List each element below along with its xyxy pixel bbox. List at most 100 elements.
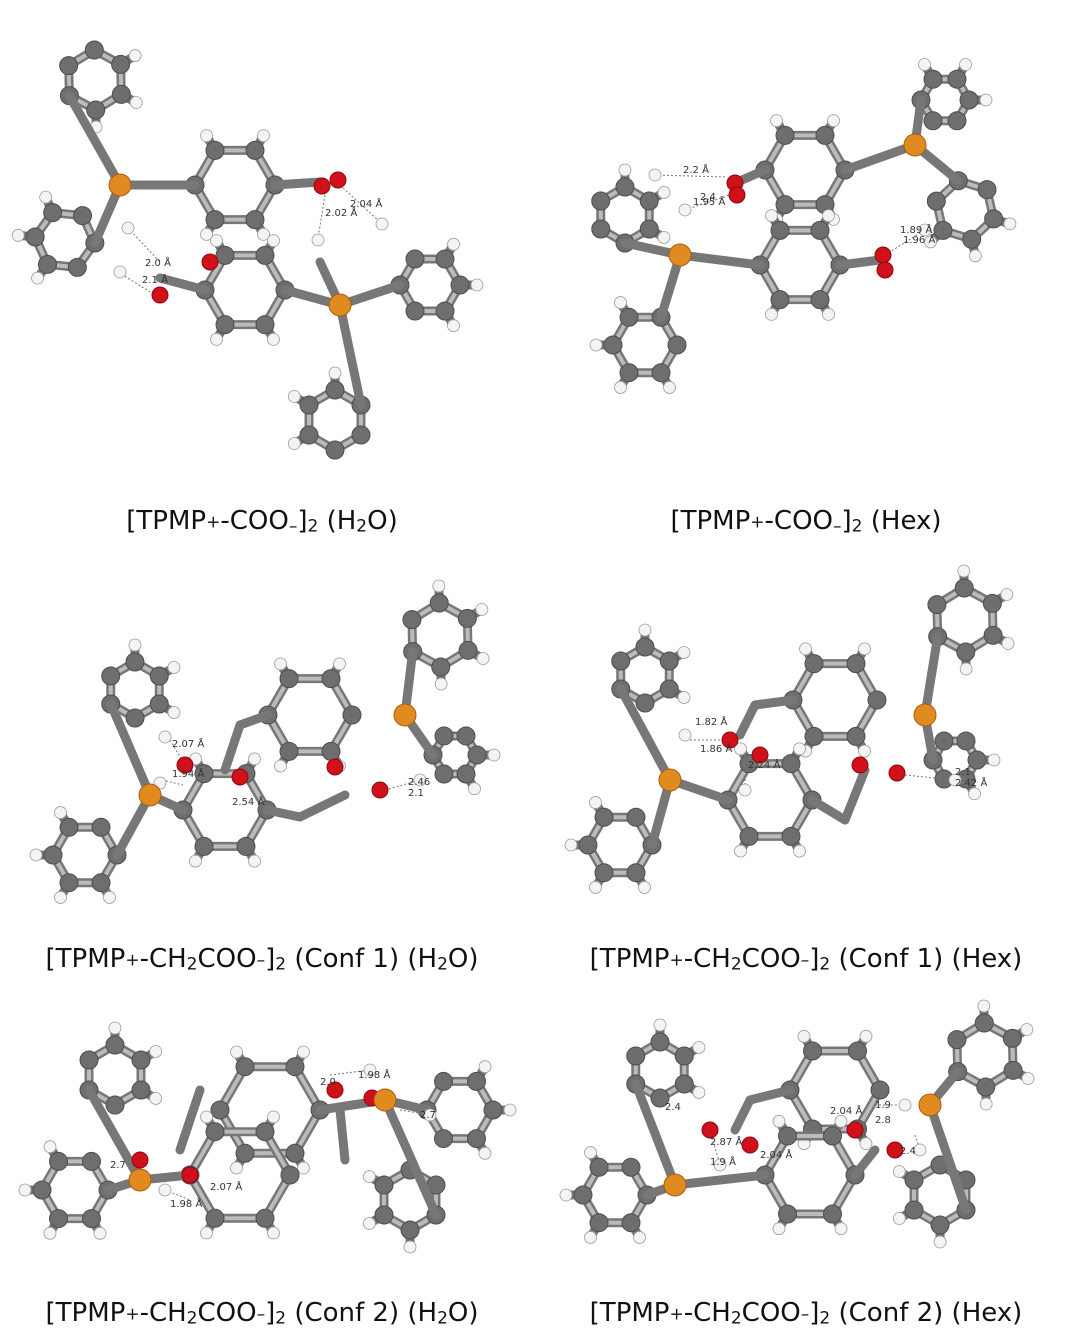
molecule-structure-1: 2.02 Å2.04 Å2.0 Å2.1 Å bbox=[11, 40, 484, 460]
carbon-atom bbox=[674, 1046, 694, 1066]
hydrogen-atom bbox=[257, 129, 270, 143]
hydrogen-atom bbox=[503, 1103, 517, 1117]
carbon-atom bbox=[947, 111, 967, 131]
carbon-atom bbox=[236, 836, 256, 856]
hydrogen-atom bbox=[677, 646, 691, 659]
hydrogen-atom bbox=[129, 96, 143, 109]
hydrogen-bond bbox=[329, 1069, 371, 1076]
hydrogen-atom bbox=[692, 1041, 706, 1054]
hydrogen-atom bbox=[822, 209, 835, 223]
hydrogen-atom bbox=[108, 1021, 122, 1035]
oxygen-atom bbox=[329, 171, 347, 189]
bond bbox=[745, 1085, 795, 1105]
hydrogen-atom bbox=[584, 1231, 597, 1244]
hydrogen-bond bbox=[161, 779, 184, 786]
hydrogen-atom bbox=[363, 1063, 377, 1077]
carbon-atom bbox=[434, 764, 454, 784]
hydrogen-atom bbox=[230, 1161, 243, 1175]
carbon-atom bbox=[25, 227, 45, 247]
carbon-atom bbox=[325, 440, 345, 460]
molecule-structure-5: 1.98 Å2.02.72.72.07 Å1.98 Å bbox=[18, 1021, 517, 1254]
carbon-atom bbox=[235, 1057, 255, 1077]
carbon-atom bbox=[619, 307, 639, 327]
hydrogen-atom bbox=[678, 728, 692, 742]
hydrogen-atom bbox=[589, 796, 602, 809]
carbon-atom bbox=[926, 191, 946, 211]
hydrogen-atom bbox=[43, 1140, 57, 1154]
distance-label: 2.04 Å bbox=[350, 197, 382, 210]
bond bbox=[925, 1100, 971, 1215]
bond bbox=[835, 255, 885, 270]
carbon-atom bbox=[923, 111, 943, 131]
hydrogen-atom bbox=[713, 1158, 727, 1172]
carbon-atom bbox=[870, 1080, 890, 1100]
carbon-atom bbox=[86, 100, 106, 120]
hydrogen-atom bbox=[559, 1188, 573, 1202]
oxygen-atom bbox=[313, 177, 331, 195]
carbon-atom bbox=[149, 666, 169, 686]
hydrogen-atom bbox=[189, 854, 202, 868]
carbon-atom bbox=[635, 637, 655, 657]
oxygen-atom bbox=[131, 1151, 149, 1169]
oxygen-atom bbox=[371, 781, 389, 799]
hydrogen-atom bbox=[158, 1183, 172, 1197]
carbon-atom bbox=[626, 863, 646, 883]
carbon-atom bbox=[984, 209, 1004, 229]
hydrogen-atom bbox=[957, 564, 971, 578]
bond bbox=[106, 699, 155, 800]
hydrogen-atom bbox=[977, 999, 991, 1013]
carbon-atom bbox=[611, 651, 631, 671]
bond bbox=[380, 1095, 441, 1220]
hydrogen-atom bbox=[274, 657, 287, 671]
carbon-atom bbox=[43, 203, 63, 223]
distance-label: 2.1 Å bbox=[142, 273, 168, 286]
distance-label: 1.82 Å bbox=[695, 715, 727, 728]
carbon-atom bbox=[79, 1050, 99, 1070]
hydrogen-atom bbox=[892, 1165, 906, 1178]
oxygen-atom bbox=[151, 286, 169, 304]
carbon-atom bbox=[977, 180, 997, 200]
carbon-atom bbox=[615, 177, 635, 197]
hydrogen-atom bbox=[638, 623, 652, 637]
hydrogen-atom bbox=[287, 390, 301, 403]
hydrogen-atom bbox=[584, 1146, 597, 1159]
distance-label: 2.7 bbox=[420, 1110, 436, 1121]
hydrogen-atom bbox=[959, 58, 972, 71]
hydrogen-atom bbox=[11, 228, 25, 242]
molecule-structure-4: 1.86 Å1.82 Å2.24 Å2.12.42 Å bbox=[564, 564, 1015, 894]
carbon-atom bbox=[923, 69, 943, 89]
carbon-atom bbox=[483, 1100, 503, 1120]
carbon-atom bbox=[626, 807, 646, 827]
hydrogen-atom bbox=[413, 773, 427, 787]
distance-label: 2.42 Å bbox=[955, 776, 987, 789]
distance-label: 2.1 bbox=[955, 767, 971, 778]
distance-label: 1.98 Å bbox=[358, 1068, 390, 1081]
hydrogen-atom bbox=[924, 235, 937, 249]
distance-label: 2.8 bbox=[875, 1115, 891, 1126]
hydrogen-atom bbox=[29, 848, 43, 862]
hydrogen-atom bbox=[734, 742, 747, 756]
hydrogen-atom bbox=[738, 783, 752, 797]
carbon-atom bbox=[591, 191, 611, 211]
carbon-atom bbox=[976, 1077, 996, 1097]
hydrogen-atom bbox=[772, 1222, 786, 1236]
hydrogen-bond bbox=[127, 227, 161, 263]
carbon-atom bbox=[434, 1129, 453, 1149]
carbon-atom bbox=[215, 315, 235, 335]
hydrogen-atom bbox=[892, 1212, 906, 1225]
distance-label: 2.4 bbox=[900, 1146, 916, 1157]
hydrogen-atom bbox=[614, 381, 627, 394]
hydrogen-atom bbox=[1020, 1023, 1034, 1036]
oxygen-atom bbox=[728, 186, 746, 204]
hydrogen-atom bbox=[297, 1045, 310, 1059]
carbon-atom bbox=[210, 1100, 230, 1120]
bond bbox=[920, 632, 943, 720]
bond bbox=[675, 250, 765, 270]
carbon-atom bbox=[674, 1074, 694, 1094]
carbon-atom bbox=[927, 595, 947, 615]
carbon-atom bbox=[621, 1157, 641, 1177]
hydrogen-atom bbox=[657, 186, 671, 199]
carbon-atom bbox=[325, 380, 345, 400]
